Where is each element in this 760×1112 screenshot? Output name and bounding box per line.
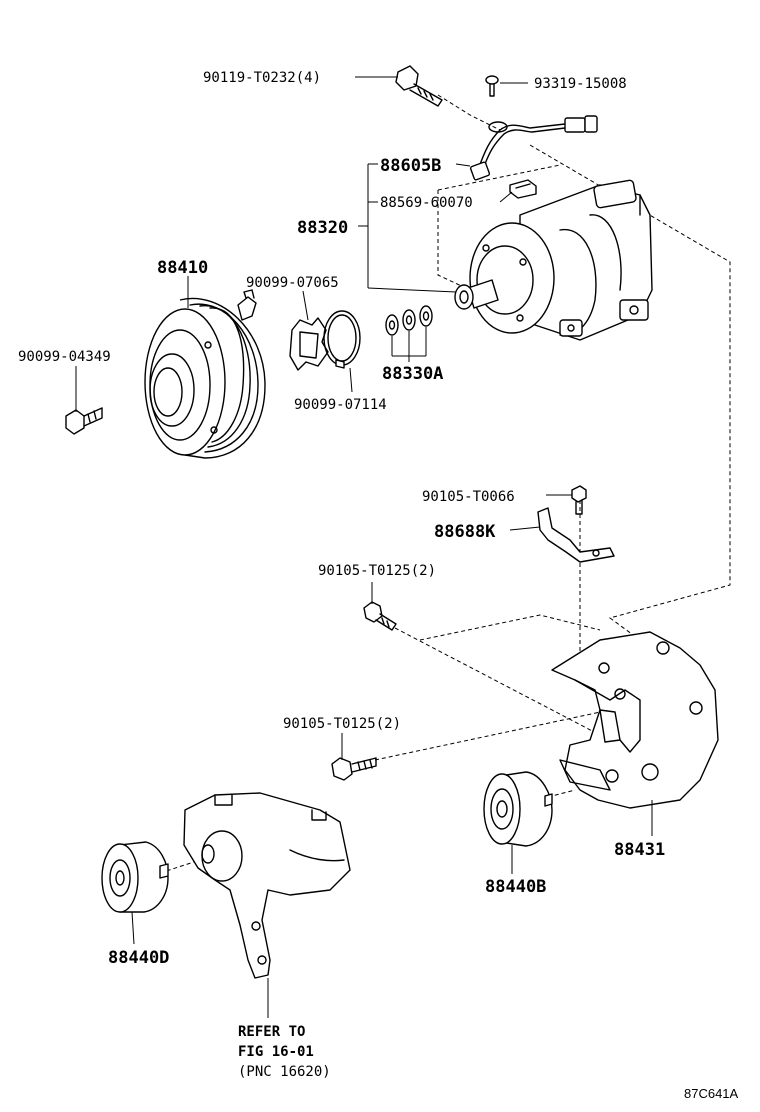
bracket-main-part [551,631,719,809]
note-line-3: (PNC 16620) [238,1064,331,1080]
label-connector: 88605B [380,156,441,176]
bolt-left-part [65,407,103,435]
screw-top-part [485,75,499,97]
compressor-part [454,179,653,341]
label-pulley-clutch: 88410 [157,258,208,278]
label-bolt-top: 90119-T0232(4) [203,70,321,86]
label-snap-ring-b: 90099-07114 [294,397,387,413]
wire-harness-part [469,115,598,181]
label-idler-b: 88440B [485,877,546,897]
snap-ring-a-part [289,317,329,371]
idler-b-part [483,771,553,847]
label-snap-ring-a: 90099-07065 [246,275,339,291]
label-idler-d: 88440D [108,948,169,968]
snap-ring-b-part [323,310,361,369]
label-bolt-bracket-small: 90105-T0066 [422,489,515,505]
label-bracket-main: 88431 [614,840,665,860]
label-sensor: 88569-60070 [380,195,473,211]
label-bracket-small: 88688K [434,522,496,542]
label-shims: 88330A [382,364,443,384]
label-screw-top: 93319-15008 [534,76,627,92]
label-compressor: 88320 [297,218,348,238]
bolt-mid-part [363,601,397,631]
sensor-part [509,179,537,199]
leader-lines [75,76,653,1018]
reference-note: REFER TO FIG 16-01 (PNC 16620) [238,1024,331,1080]
bolt-small-part [571,485,587,515]
label-bolt-mid: 90105-T0125(2) [318,563,436,579]
figure-code: 87C641A [684,1086,739,1101]
tensioner-arm-part [183,792,351,979]
note-line-2: FIG 16-01 [238,1044,314,1060]
note-line-1: REFER TO [238,1024,305,1040]
label-bolt-lower: 90105-T0125(2) [283,716,401,732]
label-bolt-left: 90099-04349 [18,349,111,365]
pulley-clutch-part [144,289,266,459]
part-labels: 90119-T0232(4) 93319-15008 88605B 88569-… [18,70,665,968]
bracket-small-part [537,507,615,563]
shims-part [385,305,433,336]
bolt-top-part [395,65,443,107]
bolt-lower-part [331,757,377,781]
idler-d-part [101,841,169,913]
